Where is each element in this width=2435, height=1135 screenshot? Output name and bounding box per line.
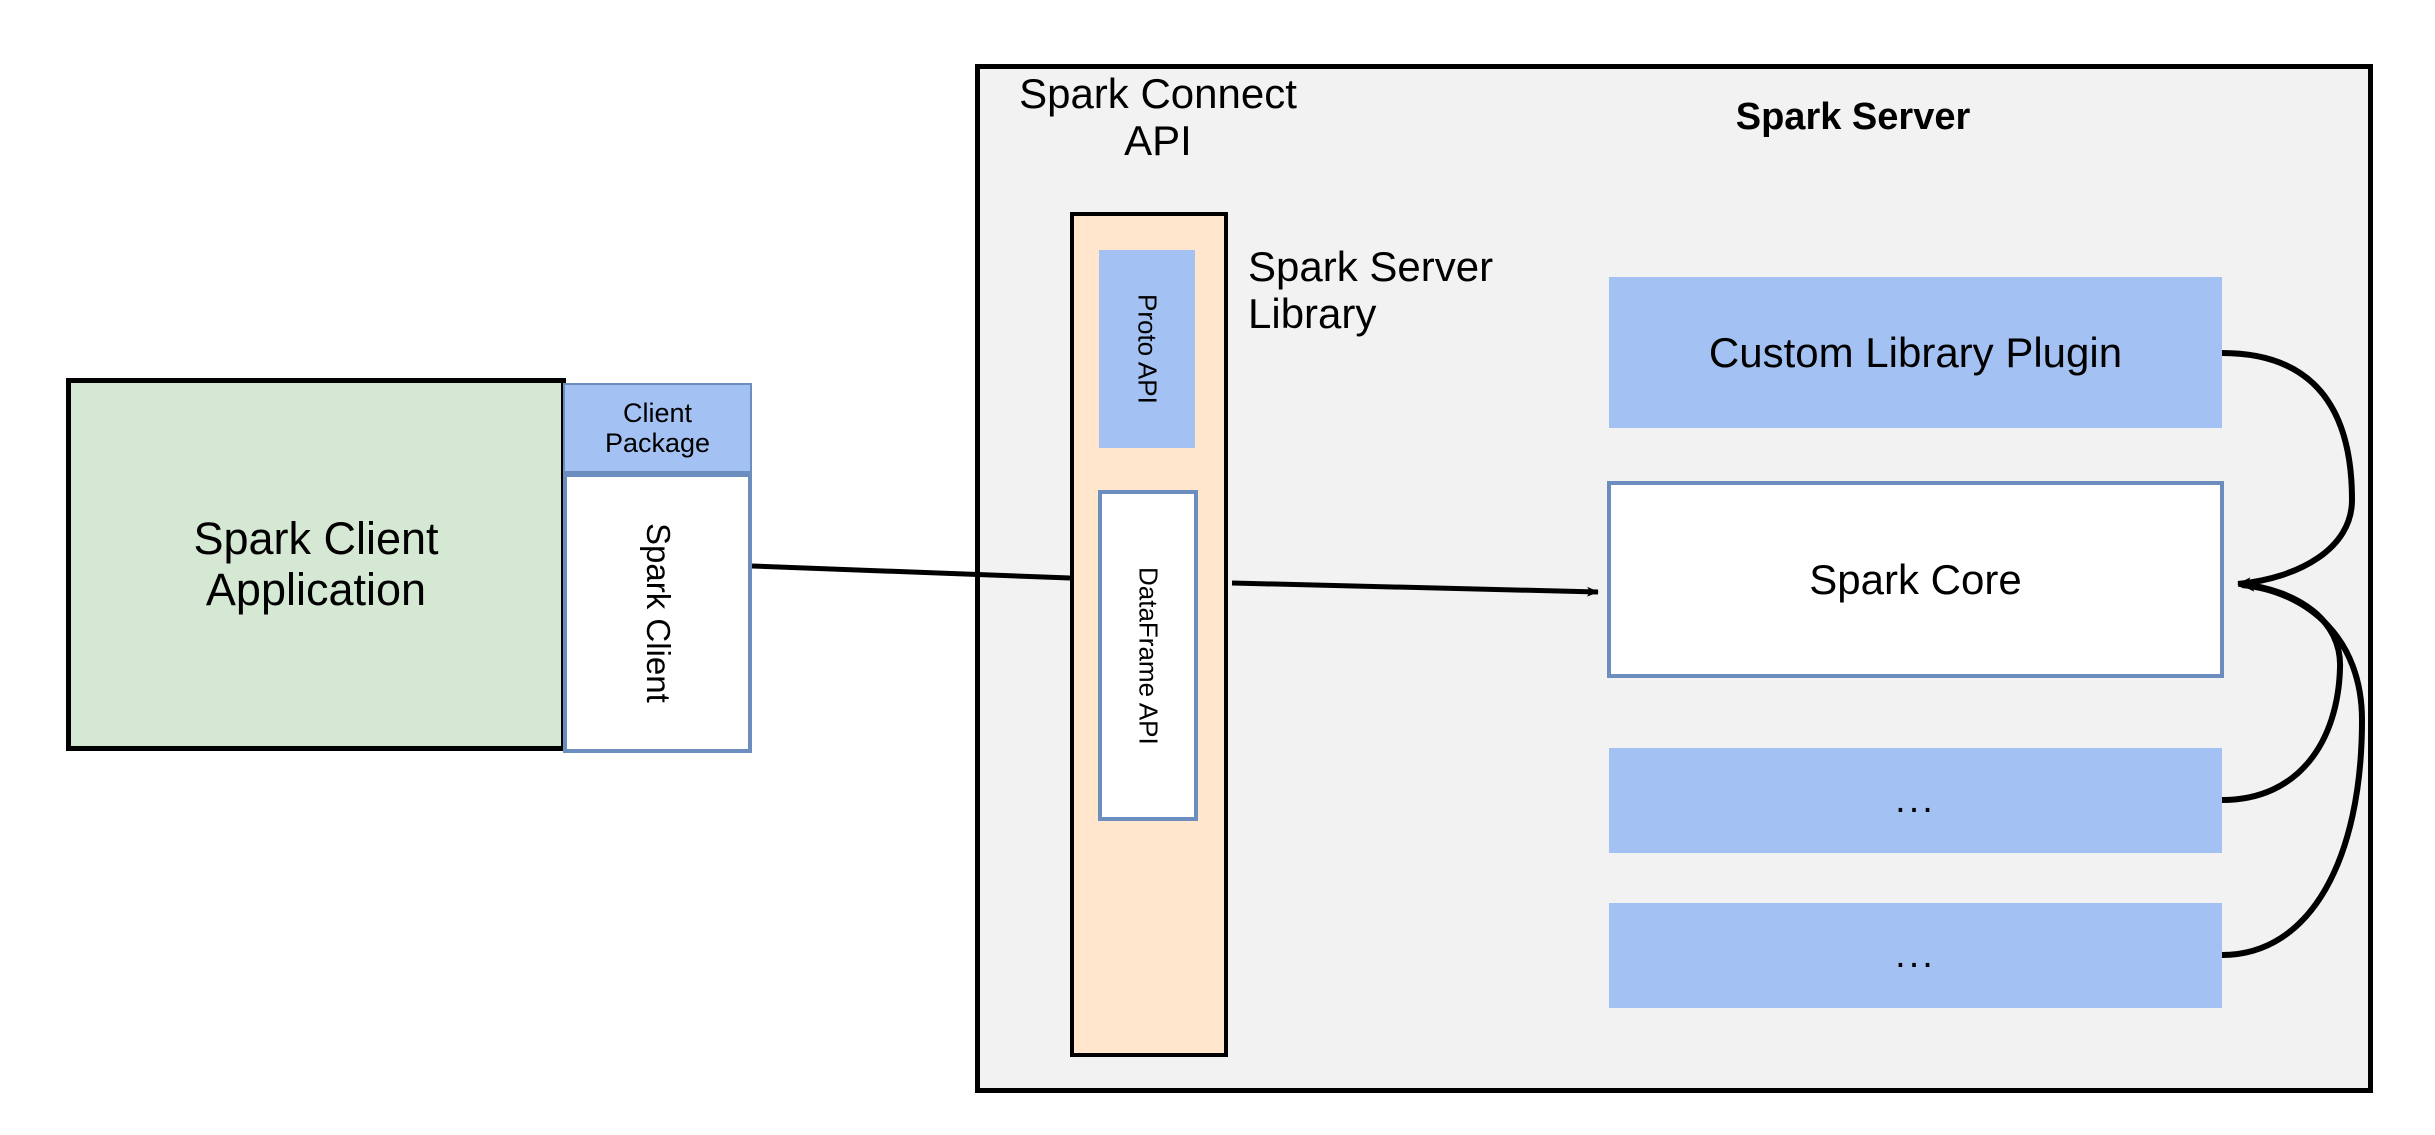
spark-core-label: Spark Core <box>1809 555 2022 603</box>
spark-client-label: Spark Client <box>639 523 677 703</box>
custom-library-plugin-box: Custom Library Plugin <box>1609 277 2222 428</box>
placeholder-component-box-2: ... <box>1609 903 2222 1008</box>
proto-api-box: Proto API <box>1099 250 1195 448</box>
spark-connect-api-text: Spark Connect API <box>1019 70 1297 165</box>
client-package-box: Client Package <box>563 383 752 473</box>
placeholder-component-label-1: ... <box>1895 779 1936 822</box>
custom-library-plugin-label: Custom Library Plugin <box>1708 328 2123 376</box>
spark-server-title-text: Spark Server <box>1735 95 1971 138</box>
dataframe-api-box: DataFrame API <box>1098 490 1198 821</box>
spark-connect-api-label: Spark Connect API <box>1008 70 1308 175</box>
spark-client-box: Spark Client <box>563 473 752 753</box>
client-package-label: Client Package <box>604 397 711 458</box>
spark-client-application-label: Spark Client Application <box>193 513 439 615</box>
proto-api-label: Proto API <box>1132 294 1163 404</box>
placeholder-component-box-1: ... <box>1609 748 2222 853</box>
spark-server-title: Spark Server <box>1643 92 2063 142</box>
spark-client-application-box: Spark Client Application <box>66 378 566 751</box>
placeholder-component-label-2: ... <box>1895 934 1936 977</box>
spark-server-library-text: Spark Server Library <box>1248 243 1494 338</box>
dataframe-api-label: DataFrame API <box>1133 566 1164 745</box>
spark-core-box: Spark Core <box>1607 481 2224 678</box>
spark-server-library-label: Spark Server Library <box>1248 243 1548 353</box>
